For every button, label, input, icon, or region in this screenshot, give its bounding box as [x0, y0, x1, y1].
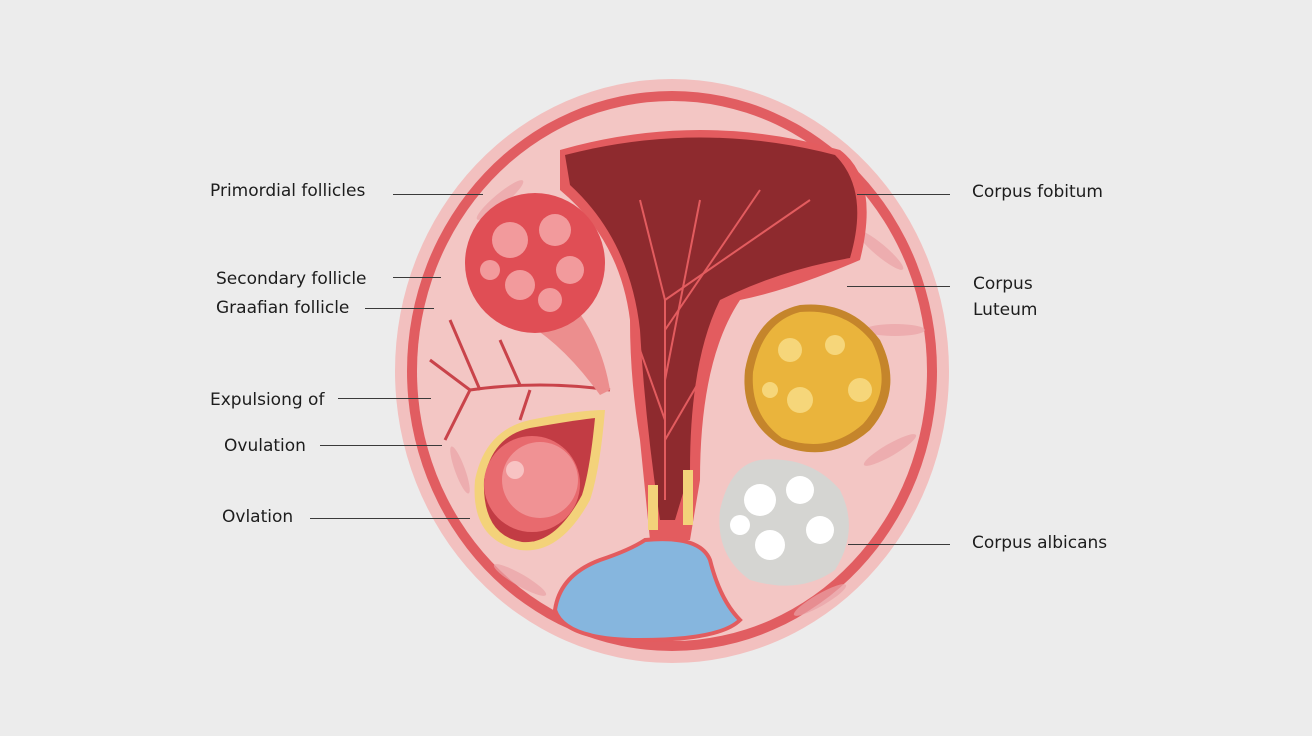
fluid-sac: [552, 537, 743, 643]
leader-line: [847, 286, 950, 288]
leader-line: [393, 277, 441, 279]
label-secondary-follicle: Secondary follicle: [216, 269, 367, 289]
label-primordial-follicles: Primordial follicles: [210, 181, 366, 201]
label-graafian-follicle: Graafian follicle: [216, 298, 350, 318]
label-ovulation: Ovulation: [224, 436, 306, 456]
medulla-dark-core: [565, 137, 858, 520]
label-ovlation: Ovlation: [222, 507, 294, 527]
leader-line: [848, 544, 950, 546]
label-expulsiong-of: Expulsiong of: [210, 390, 325, 410]
leader-line: [393, 194, 483, 196]
leader-line: [857, 194, 950, 196]
label-corpus-luteum-line2: Luteum: [973, 300, 1038, 320]
follicle-texture: [480, 214, 584, 312]
label-corpus-luteum-line1: Corpus: [973, 274, 1033, 294]
leader-line: [320, 445, 442, 447]
leader-line: [338, 398, 431, 400]
medulla-vessels: [639, 189, 811, 500]
label-corpus-fobitum: Corpus fobitum: [972, 182, 1103, 202]
leader-line: [365, 308, 434, 310]
label-corpus-albicans: Corpus albicans: [972, 533, 1108, 553]
blood-vessels: [429, 319, 611, 441]
leader-line: [310, 518, 470, 520]
